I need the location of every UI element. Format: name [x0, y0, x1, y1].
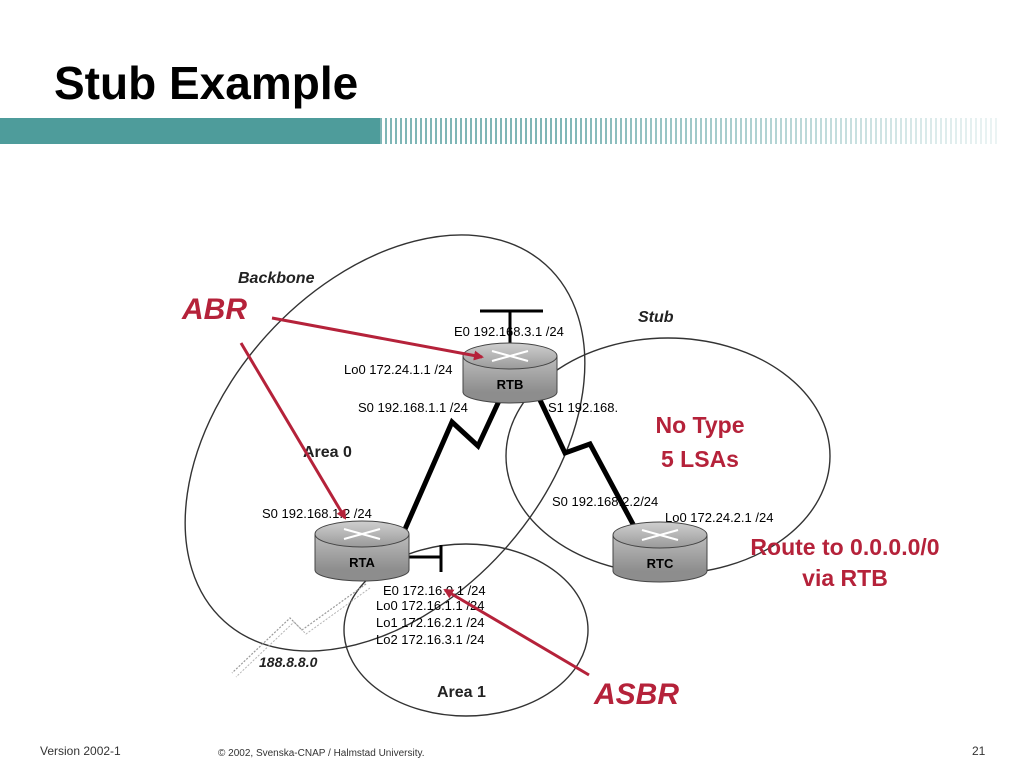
interface-label: Lo0 172.24.2.1 /24 — [665, 510, 773, 525]
slide-title: Stub Example — [54, 57, 359, 109]
router-rta: RTA — [314, 520, 410, 582]
router-label-rtb: RTB — [497, 377, 524, 392]
router-arrows-icon — [491, 350, 529, 362]
external-network-label: 188.8.8.0 — [259, 654, 318, 670]
abr-arrow-to-rta — [239, 342, 347, 520]
router-rtc: RTC — [612, 521, 708, 583]
rta-ethernet-segment — [404, 545, 443, 572]
interface-label: E0 172.16.0.1 /24 — [383, 583, 486, 598]
callout-asbr: ASBR — [593, 678, 679, 711]
rtb-ethernet-segment — [480, 309, 543, 348]
backbone-area-outline — [184, 234, 586, 652]
router-arrows-icon — [343, 528, 381, 540]
abr-arrow-to-rtb — [271, 316, 484, 361]
external-link-188 — [231, 583, 367, 674]
router-arrows-icon — [641, 529, 679, 541]
area-label-area1: Area 1 — [437, 684, 486, 701]
serial-link-rtb-rtc — [537, 398, 637, 528]
callout-no-type-line1: No Type — [655, 412, 744, 438]
interface-label: Lo1 172.16.2.1 /24 — [376, 615, 484, 630]
interface-label: S0 192.168.1.1 /24 — [358, 400, 468, 415]
interface-label: Lo0 172.16.1.1 /24 — [376, 598, 484, 613]
page-number: 21 — [972, 744, 986, 758]
area1-area-outline — [343, 543, 589, 717]
area-label-area0: Area 0 — [303, 444, 352, 461]
interface-label: E0 192.168.3.1 /24 — [454, 324, 564, 339]
asbr-arrow-to-rta — [443, 588, 590, 677]
serial-link-rta-rtb — [399, 386, 508, 538]
router-label-rtc: RTC — [647, 556, 674, 571]
interface-label: S1 192.168. — [548, 400, 618, 415]
interface-label: S0 192.168.1.2 /24 — [262, 506, 372, 521]
callout-no-type-line2: 5 LSAs — [661, 446, 739, 472]
area-label-stub: Stub — [638, 309, 674, 326]
router-rtb: RTB — [462, 342, 558, 404]
callout-route-line2: via RTB — [802, 565, 888, 591]
footer-copyright: © 2002, Svenska-CNAP / Halmstad Universi… — [218, 748, 425, 759]
callout-abr: ABR — [181, 293, 247, 326]
interface-label: Lo0 172.24.1.1 /24 — [344, 362, 452, 377]
area-label-backbone: Backbone — [238, 270, 315, 287]
callout-route-line1: Route to 0.0.0.0/0 — [750, 534, 939, 560]
footer-version: Version 2002-1 — [40, 744, 121, 758]
interface-label: Lo2 172.16.3.1 /24 — [376, 632, 484, 647]
title-bar-solid — [0, 118, 380, 144]
router-label-rta: RTA — [349, 555, 375, 570]
title-bar — [0, 118, 1000, 144]
interface-label: S0 192.168.2.2/24 — [552, 494, 658, 509]
